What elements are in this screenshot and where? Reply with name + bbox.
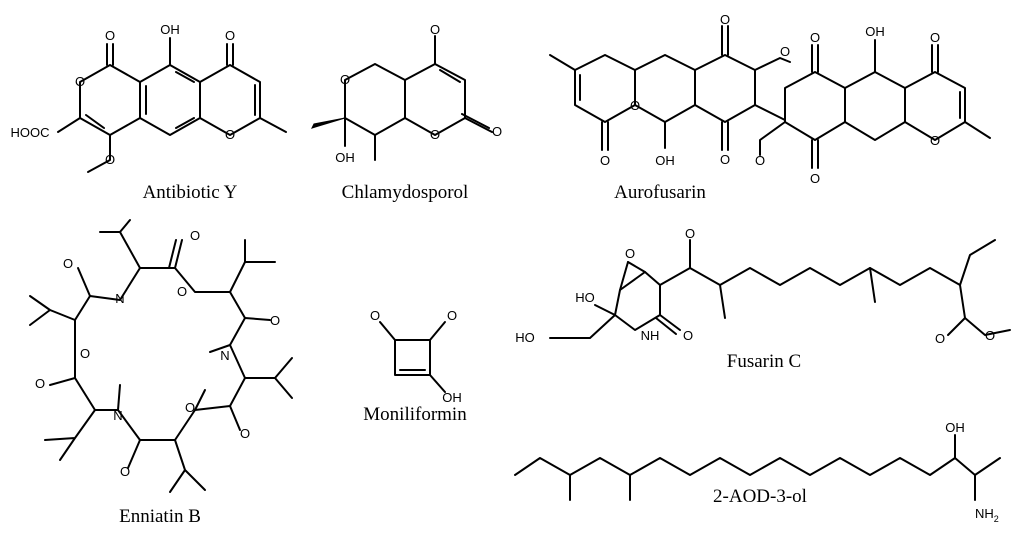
enniatin-b-n3: N [115,291,124,306]
aurofusarin-carbonyl-o1: O [600,153,610,168]
enniatin-b-o9: O [63,256,73,271]
fusarin-c-oh: HO [575,290,595,305]
chlamydosporol-lactone-o: O [430,127,440,142]
enniatin-b-o6: O [120,464,130,479]
enniatin-b-n2: N [113,408,122,423]
moniliformin-o2: O [447,308,457,323]
aurofusarin-quinone-o1: O [720,12,730,27]
2-aod-3-ol-oh: OH [945,420,965,435]
antibiotic-y-hooc: HOOC [11,125,50,140]
compound-name-enniatin-b: Enniatin B [119,506,201,527]
compound-name-moniliformin: Moniliformin [363,404,467,425]
compound-name-antibiotic-y: Antibiotic Y [143,182,238,203]
enniatin-b-o2: O [177,284,187,299]
compound-name-fusarin-c: Fusarin C [727,351,801,372]
compound-name-2-aod-3-ol: 2-AOD-3-ol [713,486,807,507]
aurofusarin-structure [549,25,991,169]
chlamydosporol-structure [311,35,493,161]
antibiotic-y-ring-o2: O [225,127,235,142]
aurofusarin-oh-right: OH [865,24,885,39]
aurofusarin-ring-o-left: O [630,98,640,113]
fusarin-c-structure [549,239,1011,339]
aurofusarin-quinone-o2: O [720,152,730,167]
enniatin-b-o5: O [185,400,195,415]
aurofusarin-ring-o-right: O [930,133,940,148]
enniatin-b-structure [29,219,293,493]
fusarin-c-epoxide-o: O [625,246,635,261]
moniliformin-structure [379,321,446,393]
antibiotic-y-methoxy-o: O [105,152,115,167]
chlamydosporol-oh: OH [335,150,355,165]
2-aod-3-ol-nh2: NH2 [975,506,999,524]
enniatin-b-o1: O [190,228,200,243]
aurofusarin-methoxy-o1: O [780,44,790,59]
2-aod-3-ol-nh2-subscript: 2 [994,514,999,524]
enniatin-b-o8: O [80,346,90,361]
chlamydosporol-ring-o: O [340,72,350,87]
chlamydosporol-methoxy-o: O [430,22,440,37]
aurofusarin-quinone-o3: O [810,30,820,45]
antibiotic-y-oh: OH [160,22,180,37]
antibiotic-y-ketone-o: O [225,28,235,43]
aurofusarin-oh-left: OH [655,153,675,168]
compound-name-chlamydosporol: Chlamydosporol [342,182,469,203]
antibiotic-y-carbonyl-o: O [105,28,115,43]
chlamydosporol-carbonyl-o: O [492,124,502,139]
moniliformin-o1: O [370,308,380,323]
fusarin-c-nh: NH [641,328,660,343]
enniatin-b-o3: O [270,313,280,328]
antibiotic-y-ring-o: O [75,74,85,89]
fusarin-c-lactam-o: O [683,328,693,343]
aurofusarin-methoxy-o2: O [755,153,765,168]
enniatin-b-o7: O [35,376,45,391]
2-aod-3-ol-nh: NH [975,506,994,521]
enniatin-b-n1: N [220,348,229,363]
fusarin-c-ester-o1: O [935,331,945,346]
fusarin-c-ho: HO [515,330,535,345]
aurofusarin-quinone-o4: O [810,171,820,186]
enniatin-b-o4: O [240,426,250,441]
compound-name-aurofusarin: Aurofusarin [614,182,706,203]
fusarin-c-ketone-o: O [685,226,695,241]
fusarin-c-ester-o2: O [985,328,995,343]
aurofusarin-carbonyl-o2: O [930,30,940,45]
moniliformin-oh: OH [442,390,462,405]
antibiotic-y-structure [57,37,287,173]
2-aod-3-ol-structure [514,434,1001,501]
